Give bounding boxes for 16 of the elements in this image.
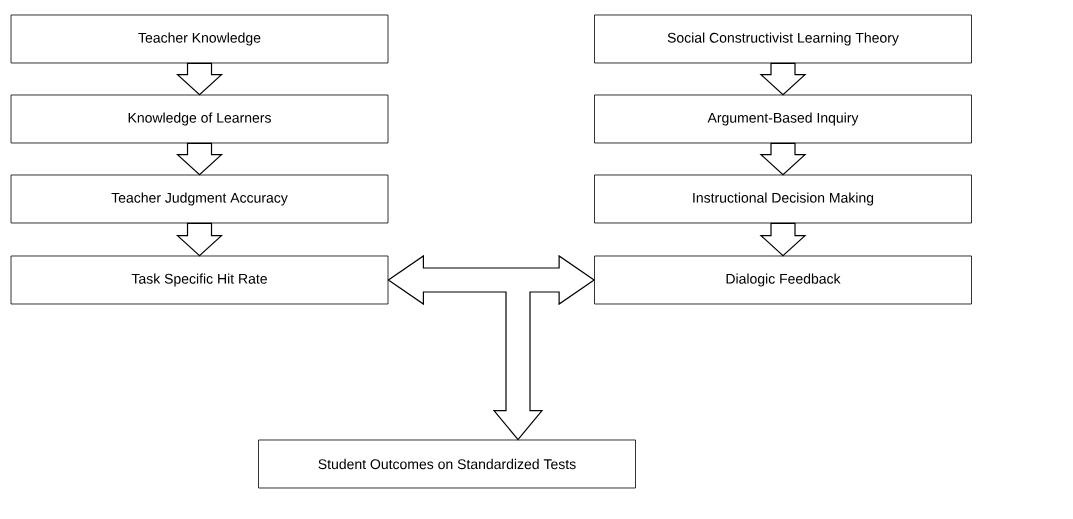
- text-box: Task Specific Hit Rate: [10, 255, 389, 305]
- block-arrow: [759, 62, 807, 96]
- text-box: Dialogic Feedback: [594, 255, 972, 305]
- block-arrow: [175, 62, 224, 96]
- text-box: Teacher Judgment Accuracy: [10, 174, 389, 224]
- text-box: Instructional Decision Making: [594, 174, 972, 224]
- text-box: Argument-Based Inquiry: [594, 94, 972, 144]
- text-box: Knowledge of Learners: [10, 94, 389, 144]
- block-arrow: [387, 254, 596, 441]
- text-box: Social Constructivist Learning Theory: [594, 14, 972, 64]
- block-arrow: [175, 222, 224, 257]
- text-box: Teacher Knowledge: [10, 14, 389, 64]
- block-arrow: [175, 142, 224, 176]
- block-arrow: [759, 222, 807, 257]
- block-arrow: [759, 142, 807, 176]
- text-box: Student Outcomes on Standardized Tests: [258, 439, 636, 489]
